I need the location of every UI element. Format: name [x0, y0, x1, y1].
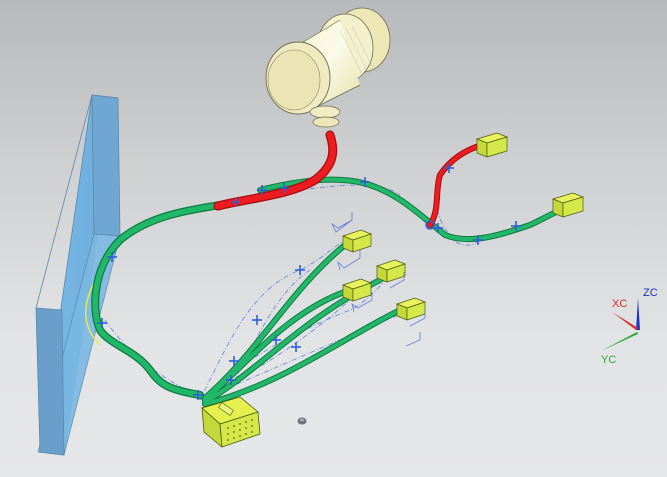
circular-connector[interactable]	[265, 7, 391, 128]
y-axis-label: YC	[601, 354, 616, 366]
terminal-connector-1	[341, 229, 373, 253]
terminal-connector-2	[375, 259, 407, 283]
harness-main-bundle[interactable]	[91, 176, 568, 399]
terminal-connector-3	[341, 278, 373, 302]
terminal-connector-6	[551, 192, 585, 218]
main-connector-block[interactable]	[201, 396, 261, 448]
coordinate-triad: ZC XC YC	[601, 287, 658, 366]
z-axis-label: ZC	[643, 287, 658, 299]
grommet[interactable]	[297, 417, 307, 425]
x-axis-label: XC	[612, 298, 627, 310]
harness-highlighted-segment[interactable]	[213, 130, 485, 228]
route-guide-lines	[104, 169, 481, 401]
x-axis-arrow	[612, 312, 638, 330]
terminal-connectors[interactable]	[341, 132, 585, 321]
terminal-connector-4	[395, 297, 427, 321]
route-point-markers[interactable]	[97, 163, 521, 400]
y-axis-arrow	[601, 332, 638, 351]
mounting-panel[interactable]	[35, 94, 121, 456]
terminal-connector-5	[475, 132, 509, 158]
z-axis-arrow	[636, 298, 640, 330]
connector-datum-symbols	[330, 212, 426, 347]
